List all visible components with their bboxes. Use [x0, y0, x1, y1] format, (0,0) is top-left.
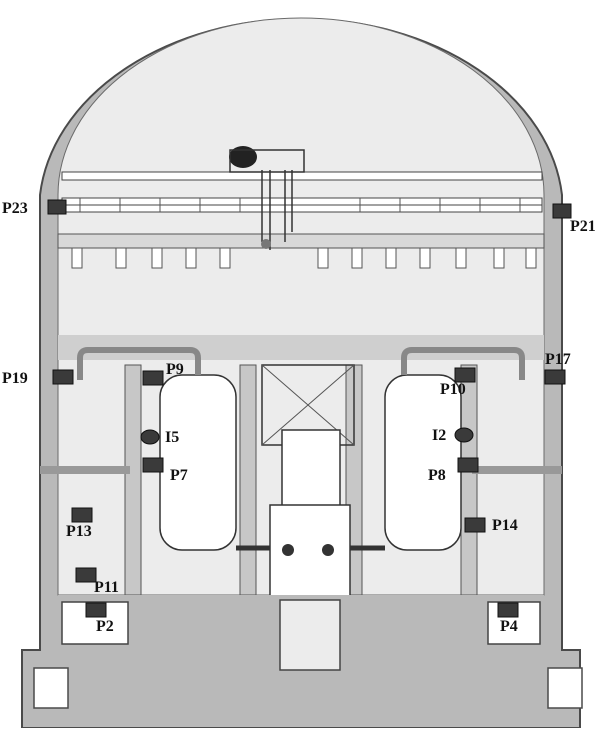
left-inner-wall — [239, 364, 257, 596]
pipe-loop-right — [401, 347, 525, 380]
reactor-coolant-pump-right — [322, 544, 334, 556]
pipe-loop-left — [77, 347, 201, 380]
crane-hook — [261, 239, 271, 249]
marker-P8 — [457, 457, 479, 473]
label-P4: P4 — [500, 618, 518, 635]
crane-girder-ticks — [79, 198, 521, 212]
left-compartment-wall — [124, 364, 142, 596]
reactor-head-diag-b — [261, 364, 355, 446]
label-P9: P9 — [166, 361, 184, 378]
crane-runway-beam — [57, 233, 545, 249]
label-P17: P17 — [545, 351, 571, 368]
marker-P10 — [454, 367, 476, 383]
steam-generator-right — [384, 374, 462, 551]
marker-P19 — [52, 369, 74, 385]
sensor-I5 — [140, 429, 160, 445]
marker-P7 — [142, 457, 164, 473]
base-pad-right — [547, 667, 583, 709]
label-P11: P11 — [94, 579, 119, 596]
label-P10: P10 — [440, 381, 466, 398]
sensor-markers — [47, 199, 572, 618]
label-P2: P2 — [96, 618, 114, 635]
marker-P23 — [47, 199, 67, 215]
reactor-vessel — [269, 504, 351, 606]
steam-generator-left — [159, 374, 237, 551]
marker-P21 — [552, 203, 572, 219]
marker-P11 — [75, 567, 97, 583]
reactor-coolant-pump-left — [282, 544, 294, 556]
runway-supports — [71, 247, 537, 269]
label-P19: P19 — [2, 370, 28, 387]
label-I5: I5 — [165, 429, 180, 446]
label-P8: P8 — [428, 467, 446, 484]
reactor-head — [281, 429, 341, 511]
crane-trolley — [229, 149, 305, 173]
marker-P17 — [544, 369, 566, 385]
marker-P2 — [85, 602, 107, 618]
sump-left — [61, 601, 129, 645]
label-P14: P14 — [492, 517, 518, 534]
crane-rail-upper — [61, 171, 543, 181]
label-P13: P13 — [66, 523, 92, 540]
crane-hook-cables — [261, 170, 293, 250]
marker-P4 — [497, 602, 519, 618]
marker-P13 — [71, 507, 93, 523]
label-P23: P23 — [2, 200, 28, 217]
reactor-cavity — [279, 599, 341, 671]
crane-trolley-motor — [229, 146, 257, 168]
label-P21: P21 — [570, 218, 596, 235]
right-compartment-wall — [460, 364, 478, 596]
label-I2: I2 — [432, 427, 447, 444]
label-P7: P7 — [170, 467, 188, 484]
marker-P14 — [464, 517, 486, 533]
marker-P9 — [142, 370, 164, 386]
sensor-I2 — [454, 427, 474, 443]
base-pad-left — [33, 667, 69, 709]
